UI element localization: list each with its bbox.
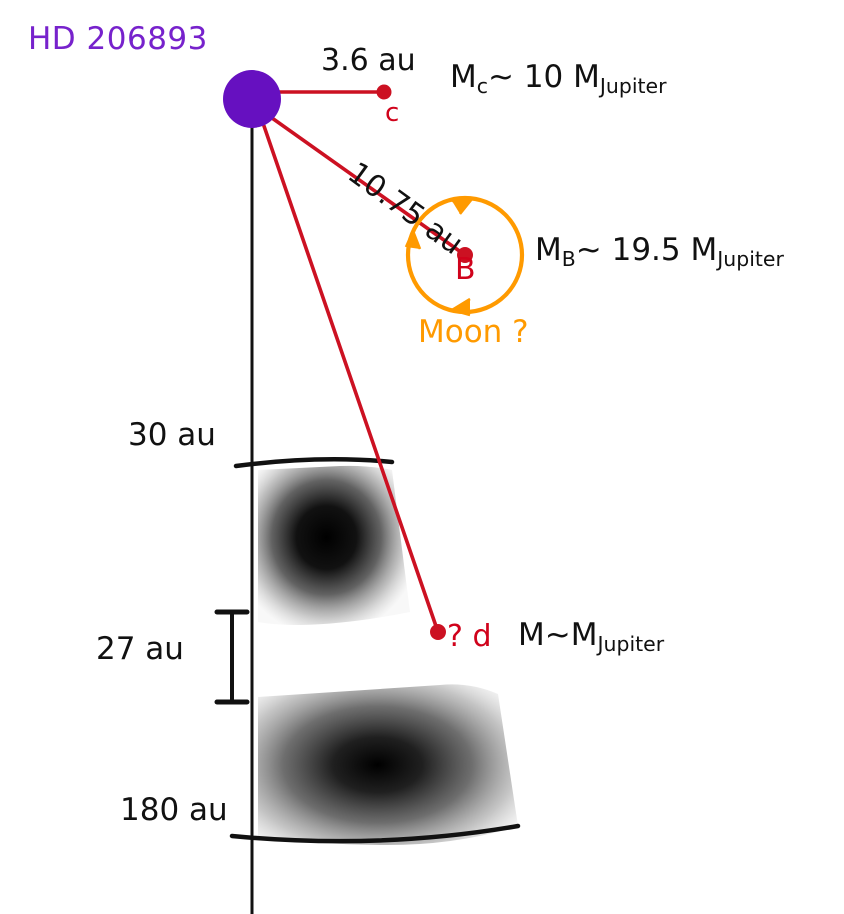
- separation-label-c: 3.6 au: [321, 43, 416, 78]
- companion-tag-d: ? d: [447, 619, 492, 654]
- mass-label-b-unit: Jupiter: [717, 247, 784, 272]
- mass-label-c-sub: c: [476, 74, 488, 99]
- disk-gap-label: 27 au: [96, 631, 184, 667]
- separation-line-d: [262, 124, 440, 634]
- companion-tag-c: c: [385, 98, 400, 128]
- mass-label-b-sub: B: [561, 247, 576, 272]
- tick-arc-180au: [229, 823, 521, 844]
- mass-label-d-main: M: [518, 617, 545, 653]
- separation-line-b: [270, 116, 467, 257]
- page-title: HD 206893: [28, 21, 208, 57]
- inner-disk-band: [258, 465, 410, 625]
- disk-outer-edge-label: 180 au: [120, 792, 228, 828]
- gap-caliper-27au: [214, 609, 250, 705]
- tick-arc-30au: [233, 457, 395, 469]
- mass-label-d-unit: Jupiter: [597, 632, 665, 657]
- mass-label-c-unit: Jupiter: [599, 74, 667, 99]
- central-star[interactable]: [223, 70, 281, 128]
- disk-inner-edge-label: 30 au: [128, 417, 216, 453]
- companion-dot-d[interactable]: [430, 624, 446, 640]
- mass-label-c: Mc~ 10 MJupiter: [450, 59, 667, 97]
- orbit-arrow-bottom: [450, 297, 471, 317]
- mass-label-b: MB~ 19.5 MJupiter: [535, 232, 784, 270]
- companion-dot-c[interactable]: [376, 84, 392, 100]
- mass-label-d: M~MJupiter: [518, 617, 664, 655]
- companion-dot-b[interactable]: [457, 247, 473, 263]
- companion-tag-b: B: [455, 252, 476, 287]
- orbit-arrow-top: [451, 197, 474, 215]
- orbit-arrow-left: [404, 229, 422, 250]
- moon-question-label: Moon ?: [418, 314, 529, 350]
- mass-label-d-rest: ~M: [544, 617, 598, 653]
- mass-label-b-main: M: [535, 232, 562, 268]
- mass-label-c-rest: ~ 10 M: [488, 59, 600, 95]
- moon-orbit-circle[interactable]: [404, 195, 525, 317]
- mass-label-c-main: M: [450, 59, 477, 95]
- outer-disk-band: [258, 684, 518, 846]
- mass-label-b-rest: ~ 19.5 M: [575, 232, 718, 268]
